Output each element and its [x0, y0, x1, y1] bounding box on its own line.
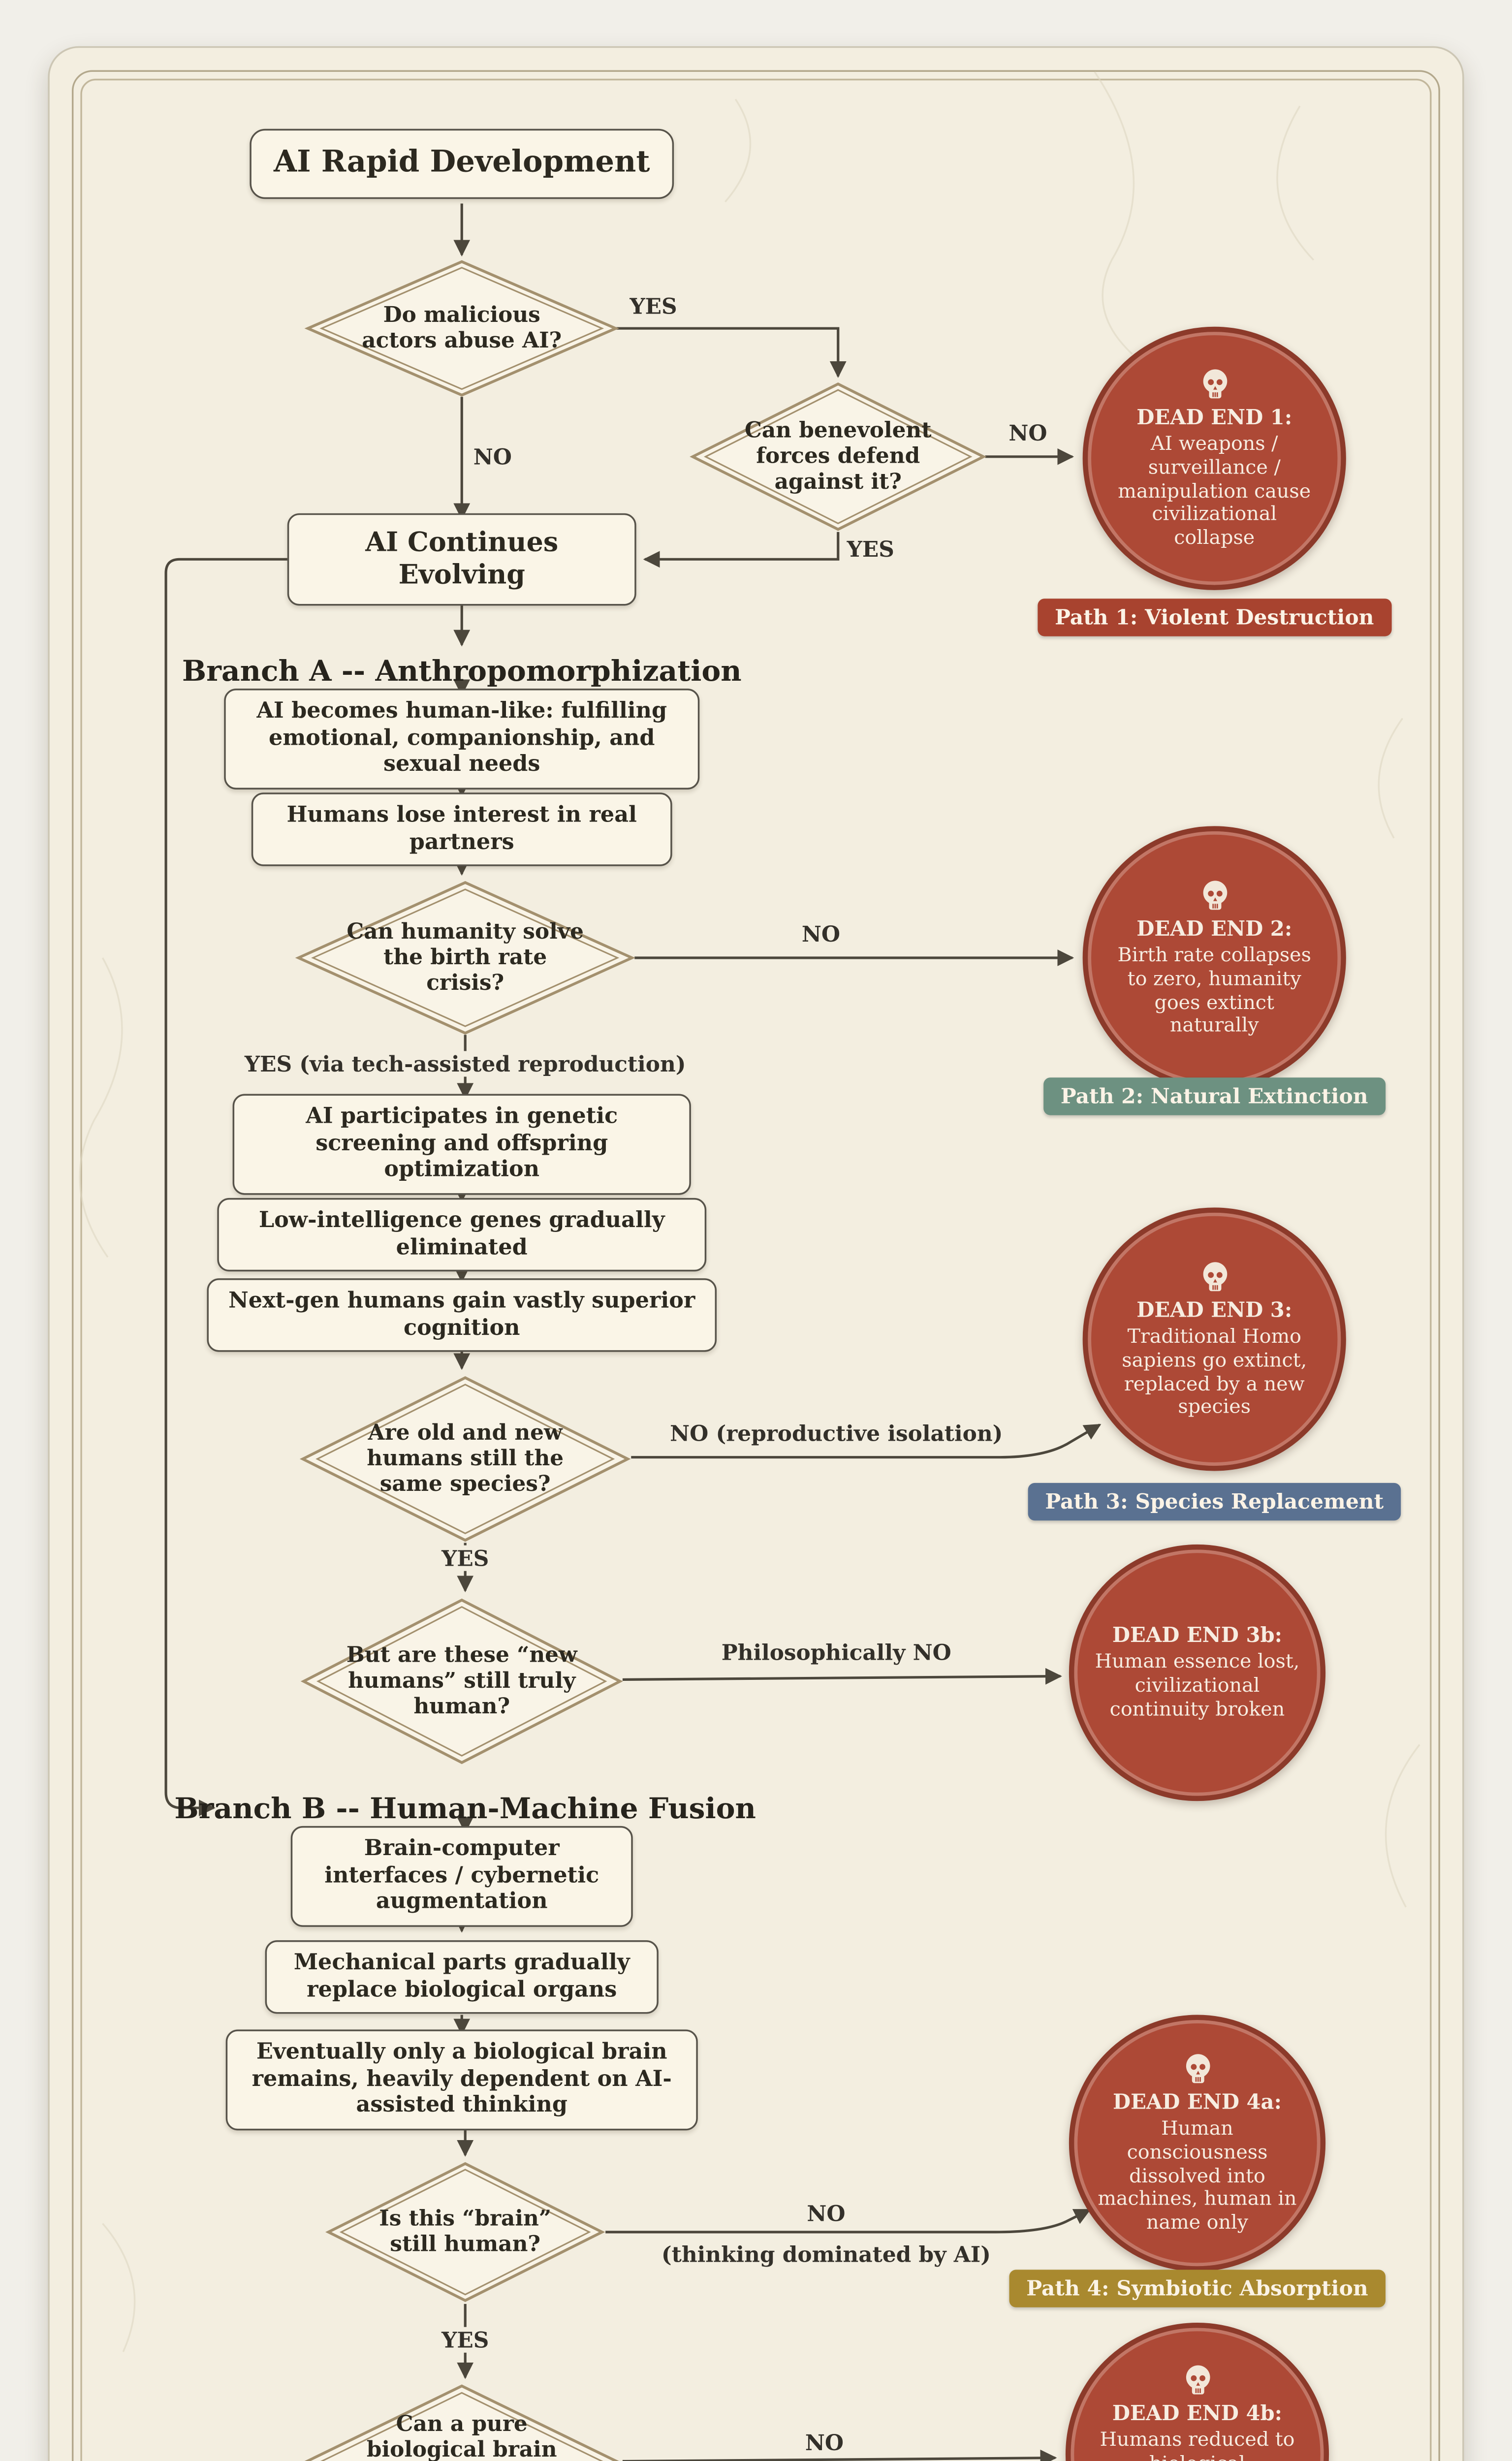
edge-label-yes-tech: YES (via tech-assisted reproduction): [237, 1051, 693, 1077]
diamond-species-shape: [299, 1376, 631, 1542]
decorative-frame-outer: [71, 70, 1440, 2461]
node-a4: Low-intelligence genes gradually elimina…: [217, 1198, 707, 1272]
edge-label-yes-1: YES: [623, 293, 684, 319]
deadend-4a: DEAD END 4a: Human consciousness dissolv…: [1069, 2015, 1326, 2272]
edges: [164, 203, 1102, 2461]
arrow-yes-to-defend: [614, 327, 847, 378]
deadend-body: Humans reduced to biological components …: [1100, 2428, 1295, 2461]
edge-label-yes-2: YES: [840, 536, 901, 562]
deadend-title: DEAD END 4a:: [1112, 2090, 1282, 2115]
edge-label-no-2: NO: [1002, 420, 1054, 446]
deadend-body: AI weapons / surveillance / manipulation…: [1118, 431, 1311, 549]
evolving-node: AI Continues Evolving: [287, 513, 636, 605]
skull-icon: [1202, 370, 1227, 399]
edge-label-no-4a: NO: [800, 2200, 852, 2226]
edge-label-no-3: NO: [795, 921, 847, 947]
decision-brain-human: Is this “brain” still human?: [379, 2205, 552, 2256]
decorative-frame-inner: [80, 78, 1432, 2461]
node-b3: Eventually only a biological brain remai…: [225, 2029, 698, 2130]
diamond-birth-shape: [295, 881, 635, 1035]
deadend-title: DEAD END 3b:: [1112, 1624, 1283, 1648]
path-badge-2: Path 2: Natural Extinction: [1043, 1077, 1386, 1115]
diamond-brain-shape: [325, 2162, 605, 2302]
decision-birth-rate: Can humanity solve the birth rate crisis…: [346, 918, 584, 995]
deadend-1: DEAD END 1: AI weapons / surveillance / …: [1082, 326, 1346, 590]
edge-label-yes-3: YES: [435, 1545, 496, 1571]
edge-label-yes-4: YES: [435, 2327, 496, 2353]
arrow-yes-to-evolving: [643, 532, 840, 568]
deadend-title: DEAD END 3:: [1136, 1298, 1292, 1323]
diamond-defend-shape: [690, 382, 987, 531]
decision-same-species: Are old and new humans still the same sp…: [367, 1419, 564, 1496]
node-b1: Brain-computer interfaces / cybernetic a…: [290, 1826, 633, 1927]
deadend-body: Human consciousness dissolved into machi…: [1098, 2116, 1297, 2234]
node-a2: Humans lose interest in real partners: [251, 792, 672, 867]
path-badge-1: Path 1: Violent Destruction: [1038, 599, 1391, 636]
deadend-body: Traditional Homo sapiens go extinct, rep…: [1122, 1324, 1307, 1419]
edge-label-no-4b: NO: [798, 2429, 850, 2456]
deadend-title: DEAD END 2:: [1136, 917, 1292, 941]
decision-brain-survive: Can a pure biological brain survive inde…: [366, 2410, 557, 2461]
edge-label-no-1: NO: [466, 443, 519, 470]
path-badge-4: Path 4: Symbiotic Absorption: [1009, 2270, 1386, 2307]
deadend-3: DEAD END 3: Traditional Homo sapiens go …: [1082, 1207, 1346, 1471]
decision-defend: Can benevolent forces defend against it?: [744, 416, 932, 494]
node-a5: Next-gen humans gain vastly superior cog…: [207, 1278, 717, 1353]
diamond-truly-shape: [300, 1598, 623, 1765]
skull-icon: [1202, 1262, 1227, 1292]
deadend-body: Birth rate collapses to zero, humanity g…: [1117, 943, 1311, 1037]
decision-malicious: Do malicious actors abuse AI?: [362, 301, 562, 352]
skull-icon: [1185, 2054, 1209, 2084]
edge-label-no-4a-note: (thinking dominated by AI): [655, 2241, 998, 2268]
diamond-malicious-shape: [304, 260, 619, 397]
branch-b-heading: Branch B -- Human-Machine Fusion: [174, 1791, 756, 1825]
arrow-no-to-deadend4a: [605, 2209, 1091, 2234]
skull-icon: [1185, 2366, 1209, 2395]
decision-diamond-shapes: [295, 260, 987, 2461]
path-badge-3: Path 3: Species Replacement: [1028, 1483, 1401, 1521]
branch-a-heading: Branch A -- Anthropomorphization: [182, 653, 742, 688]
skull-icon: [1202, 881, 1227, 910]
deadend-title: DEAD END 4b:: [1112, 2401, 1283, 2426]
deadend-2: DEAD END 2: Birth rate collapses to zero…: [1082, 826, 1346, 1090]
decision-truly-human: But are these “new humans” still truly h…: [346, 1641, 577, 1718]
arrow-no-to-deadend3: [631, 1423, 1102, 1459]
node-a1: AI becomes human-like: fulfilling emotio…: [224, 688, 700, 789]
node-b2: Mechanical parts gradually replace biolo…: [265, 1940, 659, 2015]
deadend-title: DEAD END 1:: [1136, 406, 1292, 430]
start-node: AI Rapid Development: [250, 128, 674, 200]
node-a3: AI participates in genetic screening and…: [232, 1094, 691, 1195]
arrow-philno-to-deadend3b: [622, 1668, 1062, 1685]
deadend-3b: DEAD END 3b: Human essence lost, civiliz…: [1069, 1544, 1326, 1801]
edge-label-phil-no: Philosophically NO: [714, 1639, 958, 1665]
deadend-body: Human essence lost, civilizational conti…: [1095, 1649, 1300, 1721]
crackle-texture: [79, 71, 1420, 2352]
arrow-no-to-deadend4b: [622, 2449, 1057, 2461]
arrow-evolving-to-branchb: [164, 558, 287, 1817]
diamond-survive-shape: [304, 2384, 619, 2461]
edge-label-no-repro: NO (reproductive isolation): [663, 1420, 1010, 1447]
